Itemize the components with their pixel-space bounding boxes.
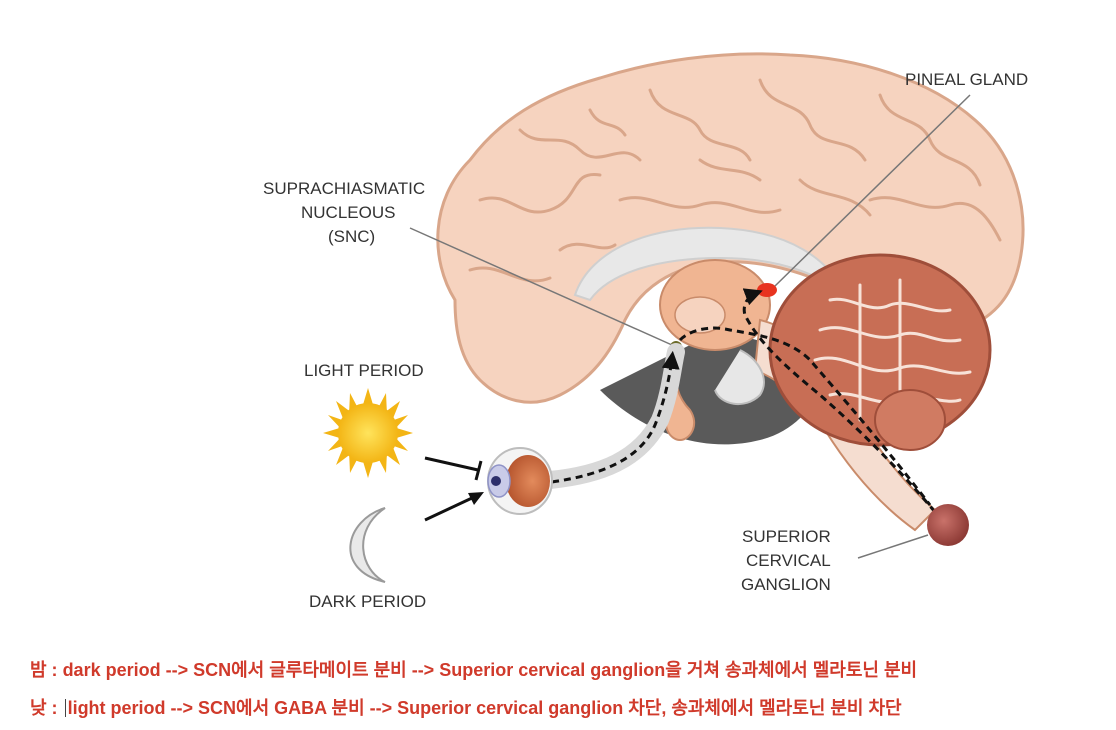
day-prefix: 낮 : [30,698,63,718]
light-period-label: LIGHT PERIOD [304,361,424,380]
pineal-leader-line [774,94,971,287]
dark-period-label: DARK PERIOD [309,592,426,611]
day-text: light period --> SCN에서 GABA 분비 --> Super… [67,698,902,718]
dark-stimulation-arrow [424,492,484,522]
scg-label-line2: CERVICAL [746,551,831,570]
pineal-gland-dot [757,283,777,297]
text-cursor [64,699,66,717]
night-prefix: 밤 : [30,660,63,680]
sun-icon [323,388,413,478]
scg-label-line3: GANGLION [741,575,831,594]
scg-label-line1: SUPERIOR [742,527,831,546]
light-inhibition-arrow [424,456,483,481]
night-text: dark period --> SCN에서 글루타메이트 분비 --> Supe… [62,660,918,680]
scn-label-line2: NUCLEOUS [301,203,395,222]
scn-leader-line [409,227,673,346]
cerebellum [768,253,992,451]
neural-pathway [551,288,937,513]
superior-cervical-ganglion-dot [927,504,969,546]
pineal-gland-label: PINEAL GLAND [905,70,1028,89]
day-annotation[interactable]: 낮 : light period --> SCN에서 GABA 분비 --> S… [30,694,902,720]
scn-label-line1: SUPRACHIASMATIC [263,179,425,198]
scn-label-line3: (SNC) [328,227,375,246]
melatonin-pathway-diagram: PINEAL GLAND SUPRACHIASMATIC NUCLEOUS (S… [263,52,1028,611]
night-annotation: 밤 : dark period --> SCN에서 글루타메이트 분비 --> … [30,656,917,682]
eye [487,447,553,515]
scg-leader-line [857,534,929,559]
moon-icon [349,507,386,583]
